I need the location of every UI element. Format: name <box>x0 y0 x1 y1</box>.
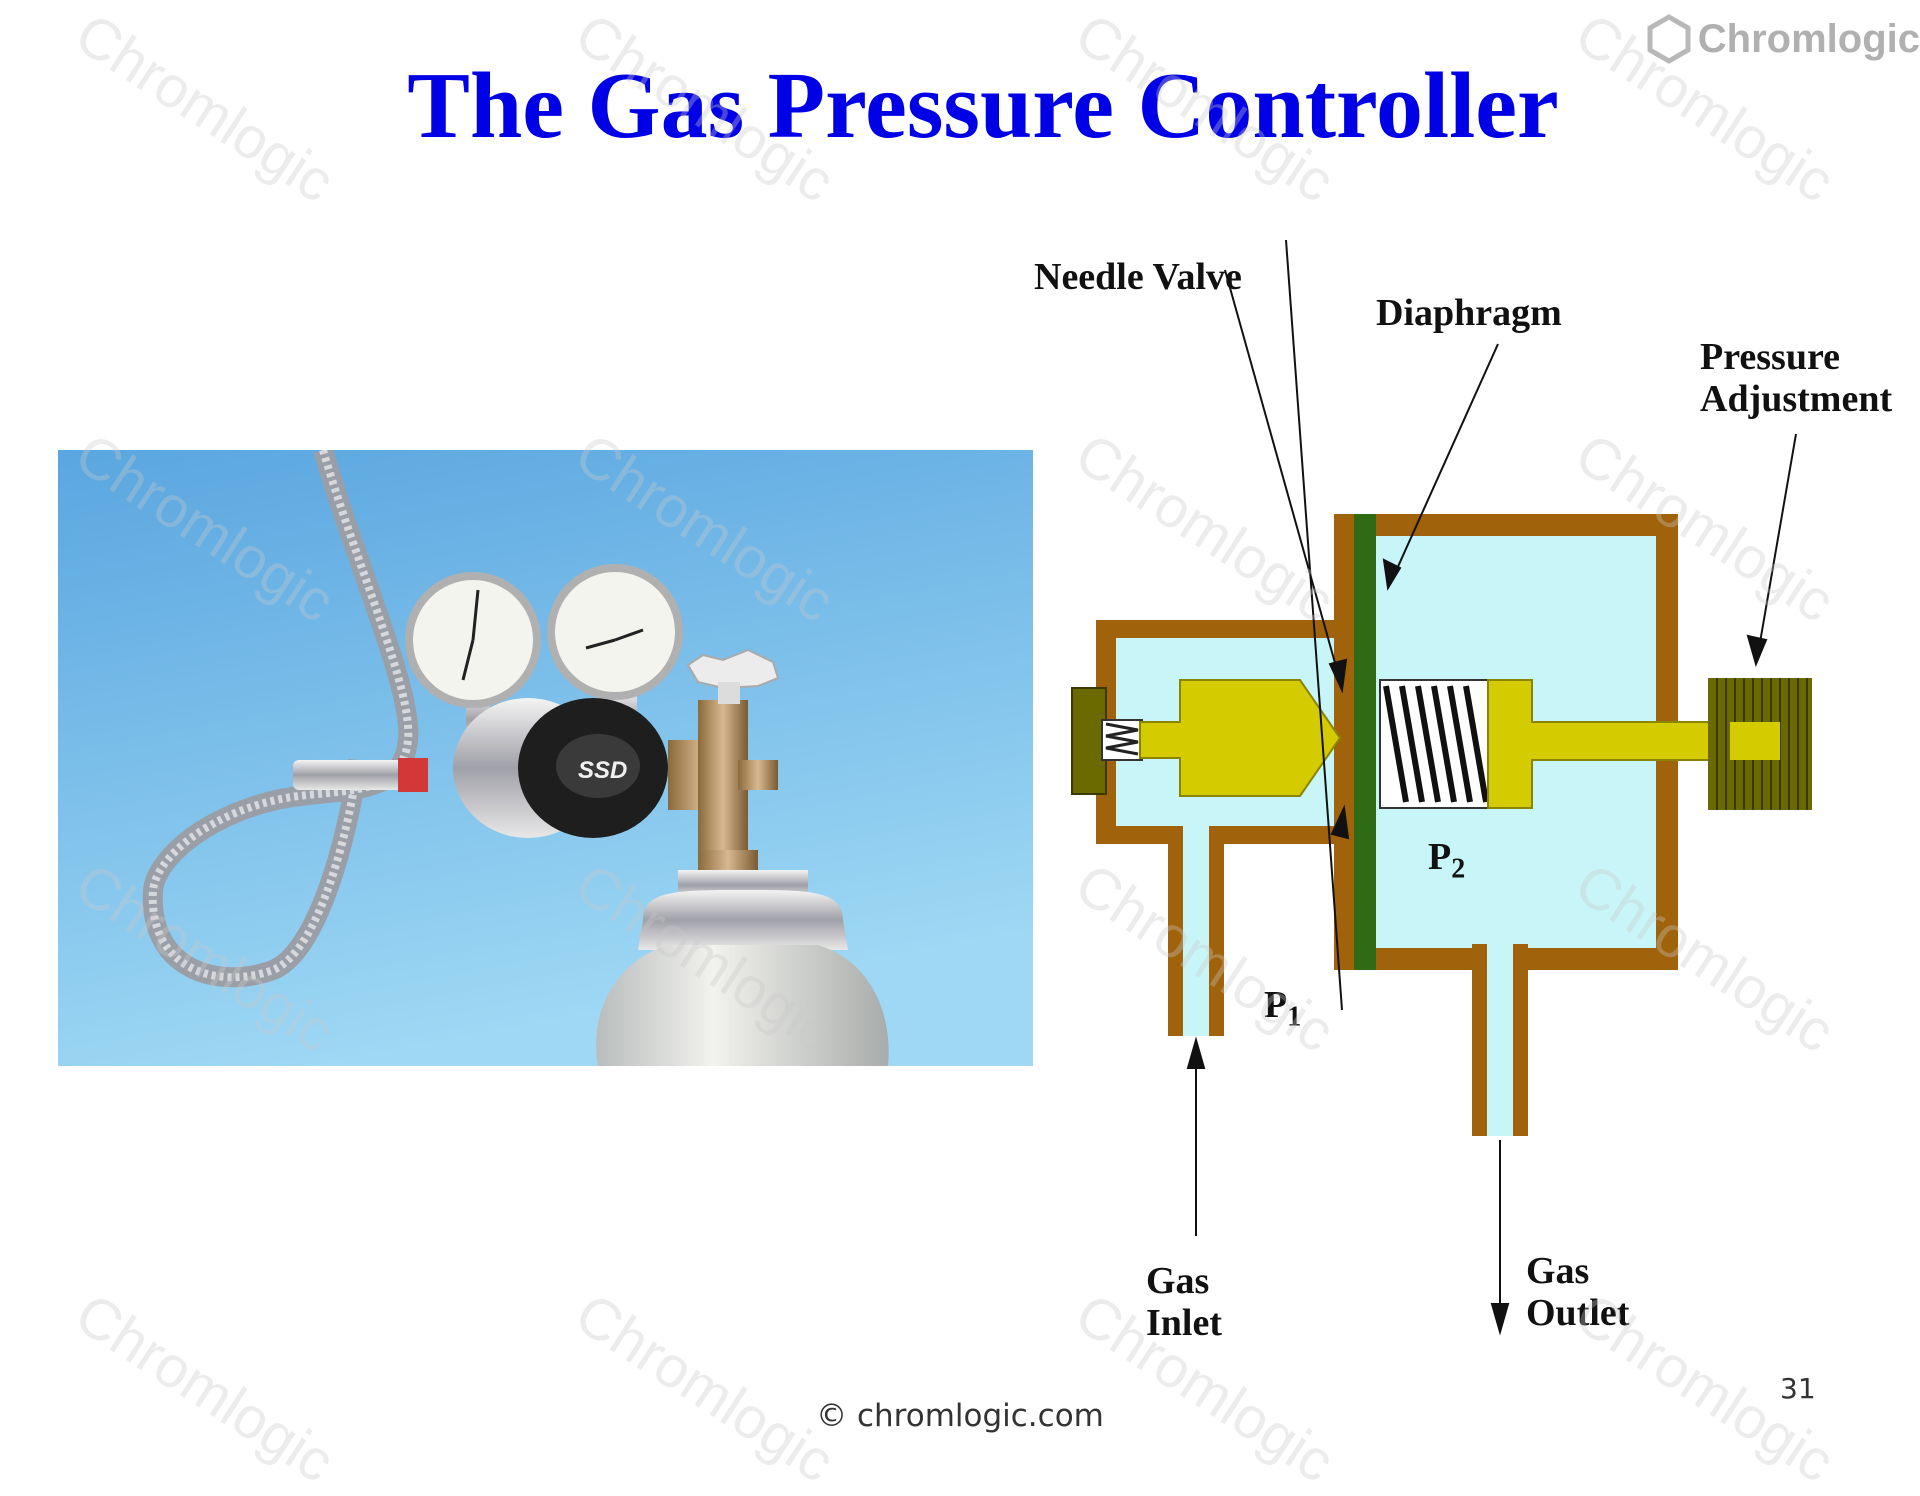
hexagon-icon <box>1647 14 1691 64</box>
brand-name: Chromlogic <box>1697 16 1920 61</box>
label-p1: P1 <box>1264 984 1302 1033</box>
needle-valve <box>1139 679 1342 797</box>
watermark: Chromlogic <box>64 1280 346 1496</box>
label-gas-inlet: Gas Inlet <box>1146 1260 1222 1344</box>
label-pressure-adjustment: Pressure Adjustment <box>1700 336 1893 420</box>
adjustment-spring <box>1383 685 1489 803</box>
label-gas-outlet: Gas Outlet <box>1526 1250 1630 1334</box>
label-p2: P2 <box>1428 836 1466 885</box>
brand-logo: Chromlogic <box>1646 14 1920 64</box>
label-diaphragm: Diaphragm <box>1376 292 1562 334</box>
diaphragm <box>1354 514 1376 970</box>
label-needle-valve: Needle Valve <box>1034 256 1242 298</box>
regulator-badge: SSD <box>578 757 627 784</box>
copyright-footer: © chromlogic.com <box>816 1398 1104 1434</box>
watermark: Chromlogic <box>564 1280 846 1496</box>
pressure-controller-schematic: Needle Valve Diaphragm Pressure Adjustme… <box>1020 239 1920 1350</box>
page-number: 31 <box>1780 1372 1816 1405</box>
slide-title: The Gas Pressure Controller <box>407 54 1559 158</box>
inlet-plug <box>1071 687 1107 795</box>
regulator-photo: SSD <box>58 447 1033 1066</box>
